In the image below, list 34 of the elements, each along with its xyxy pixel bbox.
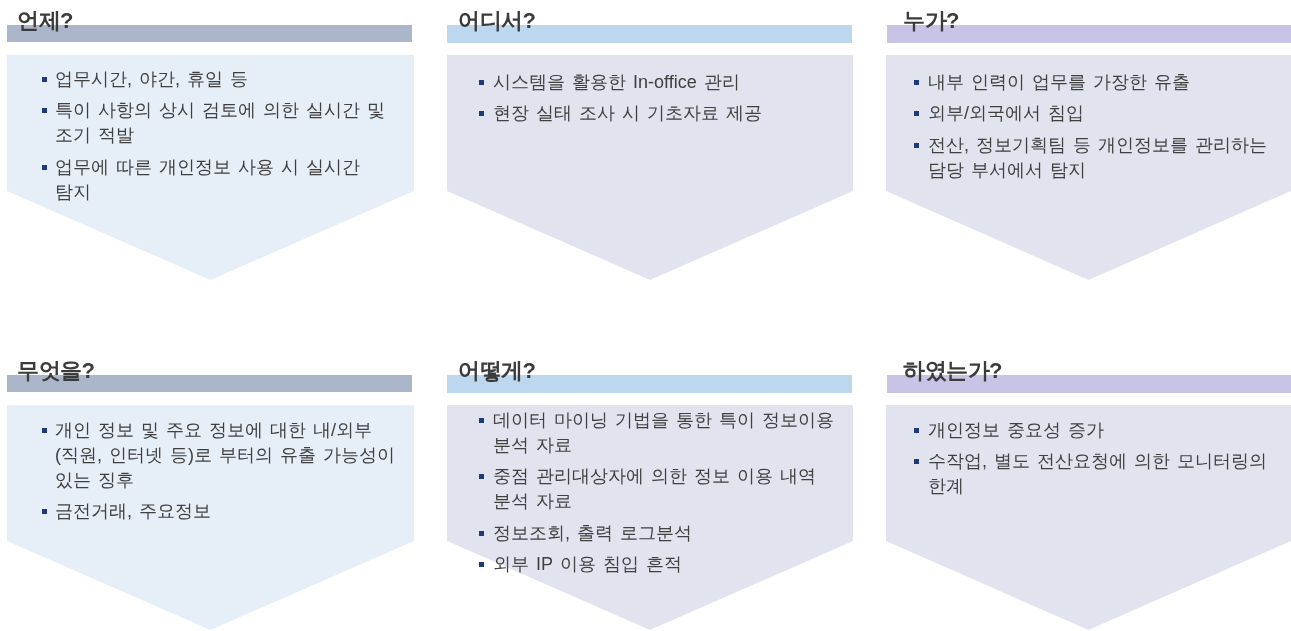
chevron-panel <box>886 405 1291 630</box>
bullet-text: 업무시간, 야간, 휴일 등 <box>55 67 248 91</box>
bullet-text: 전산, 정보기획팀 등 개인정보를 관리하는 담당 부서에서 탐지 <box>928 133 1268 182</box>
header-band <box>7 358 412 392</box>
section-title: 하였는가? <box>903 358 1002 384</box>
bullet-text: 수작업, 별도 전산요청에 의한 모니터링의 한계 <box>928 450 1268 498</box>
bullet-text: 외부/외국에서 침입 <box>928 102 1084 125</box>
section-title: 누가? <box>903 8 959 34</box>
section-title: 언제? <box>17 8 73 34</box>
bullet-text: 내부 인력이 업무를 가장한 유출 <box>928 70 1190 94</box>
bullet-text: 금전거래, 주요정보 <box>55 500 211 523</box>
bullet-text: 시스템을 활용한 In-office 관리 <box>493 70 740 94</box>
header-band <box>887 358 1291 393</box>
header-band <box>7 8 412 42</box>
chevron-panel <box>7 55 414 280</box>
header-band <box>447 358 852 393</box>
bullet-text: 중점 관리대상자에 의한 정보 이용 내역 분석 자료 <box>493 465 817 513</box>
header-band <box>887 8 1291 43</box>
chevron-panel <box>447 405 853 630</box>
bullet-text: 업무에 따른 개인정보 사용 시 실시간 탐지 <box>55 155 361 204</box>
bullet-text: 외부 IP 이용 침입 흔적 <box>493 553 682 576</box>
chevron-panel <box>7 405 414 630</box>
bullet-text: 개인정보 중요성 증가 <box>928 418 1104 442</box>
bullet-text: 정보조회, 출력 로그분석 <box>493 521 692 545</box>
header-band <box>447 8 852 43</box>
bullet-text: 현장 실태 조사 시 기초자료 제공 <box>493 102 762 125</box>
section-title: 어떻게? <box>458 358 536 384</box>
bullet-text: 데이터 마이닝 기법을 통한 특이 정보이용 분석 자료 <box>493 408 835 457</box>
chevron-panel <box>447 55 853 280</box>
section-title: 무엇을? <box>17 358 95 384</box>
chevron-panel <box>886 55 1291 280</box>
section-title: 어디서? <box>458 8 536 34</box>
bullet-text: 특이 사항의 상시 검토에 의한 실시간 및 조기 적발 <box>55 99 386 147</box>
bullet-text: 개인 정보 및 주요 정보에 대한 내/외부 (직원, 인터넷 등)로 부터의 유출 가능성이 있는 징후 <box>55 418 396 492</box>
